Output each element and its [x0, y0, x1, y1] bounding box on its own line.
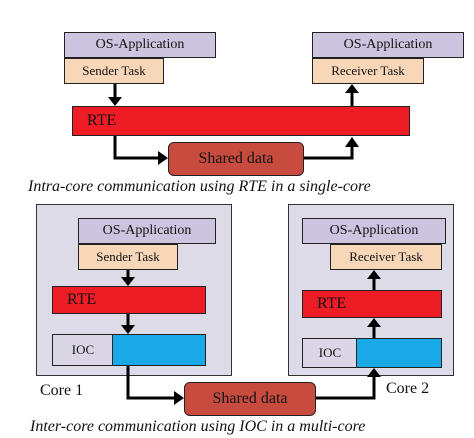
core1-rte-bar: RTE: [52, 286, 206, 314]
arrow-core1-ioc-to-shared: [126, 366, 176, 400]
multi-core-shared-data-label: Shared data: [212, 390, 288, 407]
shared-data-box: Shared data: [168, 142, 304, 176]
core2-receiver-task-label: Receiver Task: [349, 249, 423, 264]
multi-core-caption: Inter-core communication using IOC in a …: [30, 418, 366, 435]
core1-rte-label: RTE: [67, 291, 97, 308]
core2-label: Core 2: [386, 380, 430, 397]
single-core-caption: Intra-core communication using RTE in a …: [28, 178, 371, 195]
arrowhead-core2-ioc-to-rte: [367, 318, 381, 327]
core2-rte-bar: RTE: [302, 290, 442, 318]
core1-sender-task-label: Sender Task: [96, 249, 160, 264]
rte-bar: RTE: [72, 106, 410, 136]
multi-core-shared-data-box: Shared data: [184, 382, 316, 416]
core1-sender-task-box: Sender Task: [78, 244, 178, 270]
core2-receiver-task-box: Receiver Task: [330, 244, 442, 270]
core1-ioc-box: IOC: [52, 334, 114, 366]
shared-data-label: Shared data: [198, 150, 274, 167]
core1-os-application-label: OS-Application: [102, 223, 192, 238]
rte-label: RTE: [87, 112, 117, 129]
core2-os-application-label: OS-Application: [329, 223, 419, 238]
arrowhead-rte-to-shared: [158, 151, 168, 165]
core2-os-application-box: OS-Application: [302, 218, 446, 244]
core2-rte-label: RTE: [317, 295, 347, 312]
arrowhead-shared-to-core2-ioc: [367, 368, 381, 377]
core1-ioc-fill: [112, 334, 206, 366]
arrowhead-core1-task-to-rte: [121, 277, 135, 286]
core2-ioc-fill: [356, 338, 442, 368]
sender-task-label: Sender Task: [82, 63, 146, 78]
core2-ioc-label: IOC: [318, 345, 342, 360]
arrowhead-core2-rte-to-task: [367, 270, 381, 279]
arrowhead-core1-rte-to-ioc: [121, 325, 135, 334]
receiver-os-application-box: OS-Application: [312, 32, 464, 58]
arrowhead-rte-to-receiver: [345, 84, 359, 93]
core1-ioc-label: IOC: [71, 342, 95, 357]
sender-os-application-label: OS-Application: [95, 37, 185, 52]
arrowhead-core1-ioc-to-shared: [174, 391, 184, 405]
sender-os-application-box: OS-Application: [64, 32, 216, 58]
arrow-shared-to-rte: [304, 146, 354, 160]
arrow-shared-to-core2-ioc: [316, 376, 376, 400]
core2-ioc-box: IOC: [302, 338, 358, 368]
receiver-task-box: Receiver Task: [312, 58, 424, 84]
core1-label: Core 1: [40, 382, 84, 399]
arrow-rte-to-shared: [113, 136, 160, 160]
arrowhead-sender-to-rte: [108, 97, 122, 106]
sender-task-box: Sender Task: [64, 58, 164, 84]
receiver-task-label: Receiver Task: [331, 63, 405, 78]
receiver-os-application-label: OS-Application: [343, 37, 433, 52]
arrowhead-shared-to-rte: [345, 137, 359, 147]
core1-os-application-box: OS-Application: [78, 218, 216, 244]
